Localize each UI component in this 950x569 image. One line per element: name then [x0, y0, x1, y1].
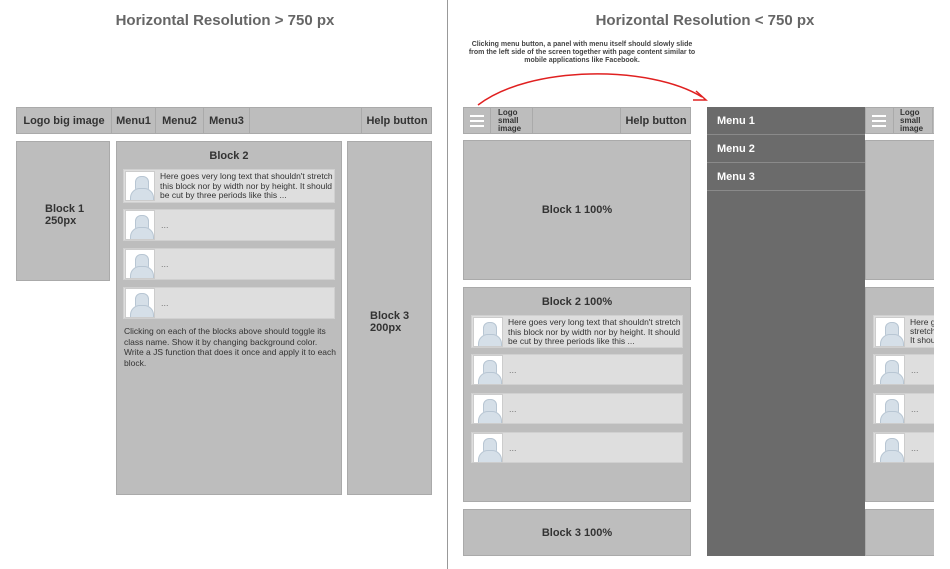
- list-item[interactable]: ...: [123, 209, 335, 241]
- list-item[interactable]: ...: [471, 354, 683, 385]
- avatar-icon: [473, 355, 503, 385]
- item-ellipsis: ...: [911, 404, 919, 414]
- item-ellipsis: ...: [161, 220, 169, 230]
- hamburger-menu-icon[interactable]: [872, 115, 886, 127]
- list-item[interactable]: ...: [471, 432, 683, 463]
- menu3-link[interactable]: Menu3: [209, 114, 244, 127]
- item-long-text: Here goes very long text that shouldn't …: [160, 172, 333, 200]
- list-item[interactable]: ...: [873, 354, 934, 385]
- mobile-block-2[interactable]: Block 2 100% Here goes very long text th…: [463, 287, 691, 502]
- mobile-header: Logo small image Help button: [463, 107, 691, 134]
- avatar-icon: [125, 249, 155, 279]
- item-ellipsis: ...: [509, 404, 517, 414]
- item-ellipsis: ...: [161, 298, 169, 308]
- mobile-block-1[interactable]: Block 1 100%: [463, 140, 691, 280]
- hamburger-menu-icon[interactable]: [470, 115, 484, 127]
- annotation-text: Clicking menu button, a panel with menu …: [468, 41, 696, 64]
- avatar-icon: [875, 433, 905, 463]
- shifted-text-1: Here g: [910, 318, 934, 327]
- left-header: Logo big image Menu1 Menu2 Menu3 Help bu…: [16, 107, 432, 134]
- panel-menu-3[interactable]: Menu 3: [707, 163, 865, 191]
- shifted-block-3[interactable]: [865, 509, 934, 556]
- item-ellipsis: ...: [509, 365, 517, 375]
- shifted-logo: Logo small image: [900, 108, 924, 133]
- panel-menu-2[interactable]: Menu 2: [707, 135, 865, 163]
- mobile-block2-title: Block 2 100%: [541, 296, 613, 308]
- block2-instructions: Clicking on each of the blocks above sho…: [124, 326, 336, 368]
- shifted-content: Logo small image Here g stretch It shou …: [865, 107, 934, 556]
- block3-width: 200px: [370, 322, 402, 334]
- avatar-icon: [875, 394, 905, 424]
- item-ellipsis: ...: [161, 259, 169, 269]
- left-block-1[interactable]: Block 1 250px: [16, 141, 110, 281]
- avatar-icon: [473, 433, 503, 463]
- avatar-icon: [125, 210, 155, 240]
- item-ellipsis: ...: [911, 365, 919, 375]
- logo-big-image[interactable]: Logo big image: [23, 114, 105, 127]
- vertical-divider: [447, 0, 448, 569]
- block1-width: 250px: [45, 215, 77, 227]
- mobile-block-3[interactable]: Block 3 100%: [463, 509, 691, 556]
- panel-menu-1[interactable]: Menu 1: [707, 107, 865, 135]
- avatar-icon: [125, 171, 155, 201]
- item-ellipsis: ...: [509, 443, 517, 453]
- left-block-2[interactable]: Block 2 Here goes very long text that sh…: [116, 141, 342, 495]
- slide-arrow: [477, 73, 708, 106]
- avatar-icon: [875, 317, 905, 347]
- avatar-icon: [473, 394, 503, 424]
- block1-title: Block 1: [45, 203, 85, 215]
- item-ellipsis: ...: [911, 443, 919, 453]
- help-button[interactable]: Help button: [625, 114, 687, 127]
- right-title: Horizontal Resolution < 750 px: [595, 12, 815, 29]
- block2-title: Block 2: [209, 150, 249, 162]
- block3-title: Block 3: [370, 310, 410, 322]
- help-button[interactable]: Help button: [366, 114, 428, 127]
- list-item[interactable]: ...: [123, 287, 335, 319]
- list-item[interactable]: Here g stretch It shou: [873, 315, 934, 348]
- list-item[interactable]: ...: [123, 248, 335, 280]
- menu1-link[interactable]: Menu1: [116, 114, 151, 127]
- item-long-text: Here goes very long text that shouldn't …: [508, 318, 681, 346]
- slide-menu-panel: Menu 1 Menu 2 Menu 3: [707, 107, 865, 556]
- avatar-icon: [473, 317, 503, 347]
- menu2-link[interactable]: Menu2: [162, 114, 197, 127]
- left-block-3[interactable]: Block 3 200px: [347, 141, 432, 495]
- logo-small-image[interactable]: Logo small image: [498, 108, 522, 133]
- shifted-header: Logo small image: [865, 107, 934, 134]
- shifted-block-2[interactable]: Here g stretch It shou ... ... ...: [865, 287, 934, 502]
- shifted-block-1[interactable]: [865, 140, 934, 280]
- list-item[interactable]: ...: [873, 393, 934, 424]
- list-item[interactable]: Here goes very long text that shouldn't …: [471, 315, 683, 348]
- avatar-icon: [125, 288, 155, 318]
- list-item[interactable]: Here goes very long text that shouldn't …: [123, 169, 335, 203]
- list-item[interactable]: ...: [873, 432, 934, 463]
- mobile-block3-label: Block 3 100%: [541, 526, 613, 539]
- avatar-icon: [875, 355, 905, 385]
- shifted-text-2: stretch: [910, 327, 934, 336]
- mobile-block1-label: Block 1 100%: [541, 204, 613, 216]
- left-title: Horizontal Resolution > 750 px: [115, 12, 335, 29]
- shifted-text-3: It shou: [910, 336, 934, 345]
- list-item[interactable]: ...: [471, 393, 683, 424]
